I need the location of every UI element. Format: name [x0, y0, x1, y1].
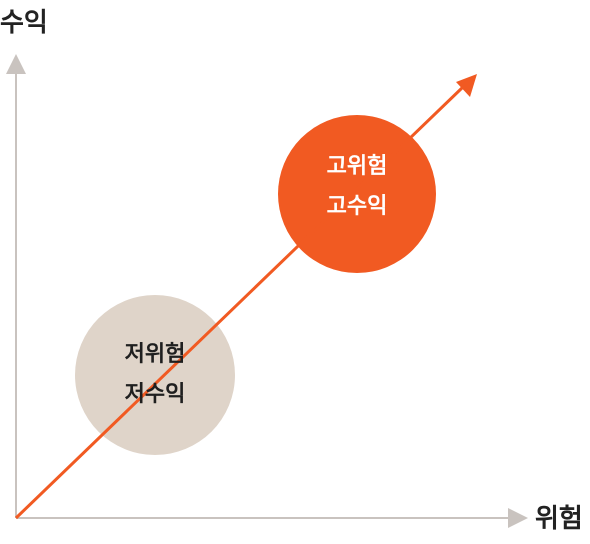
- y-axis-label: 수익: [0, 8, 48, 38]
- low-risk-label: 저위험 저수익: [75, 335, 235, 415]
- low-risk-label-line1: 저위험: [124, 342, 186, 367]
- high-risk-label: 고위험 고수익: [277, 147, 437, 227]
- high-risk-label-line1: 고위험: [326, 154, 388, 179]
- high-risk-label-line2: 고수익: [326, 194, 388, 219]
- x-axis-label: 위험: [535, 504, 583, 534]
- high-risk-circle: [278, 115, 436, 273]
- low-risk-circle: [75, 295, 235, 455]
- y-axis-arrowhead-icon: [6, 54, 26, 74]
- trend-line: [14, 85, 465, 520]
- x-axis-arrowhead-icon: [508, 508, 528, 528]
- low-risk-label-line2: 저수익: [124, 382, 186, 407]
- trend-arrowhead-icon: [456, 74, 477, 97]
